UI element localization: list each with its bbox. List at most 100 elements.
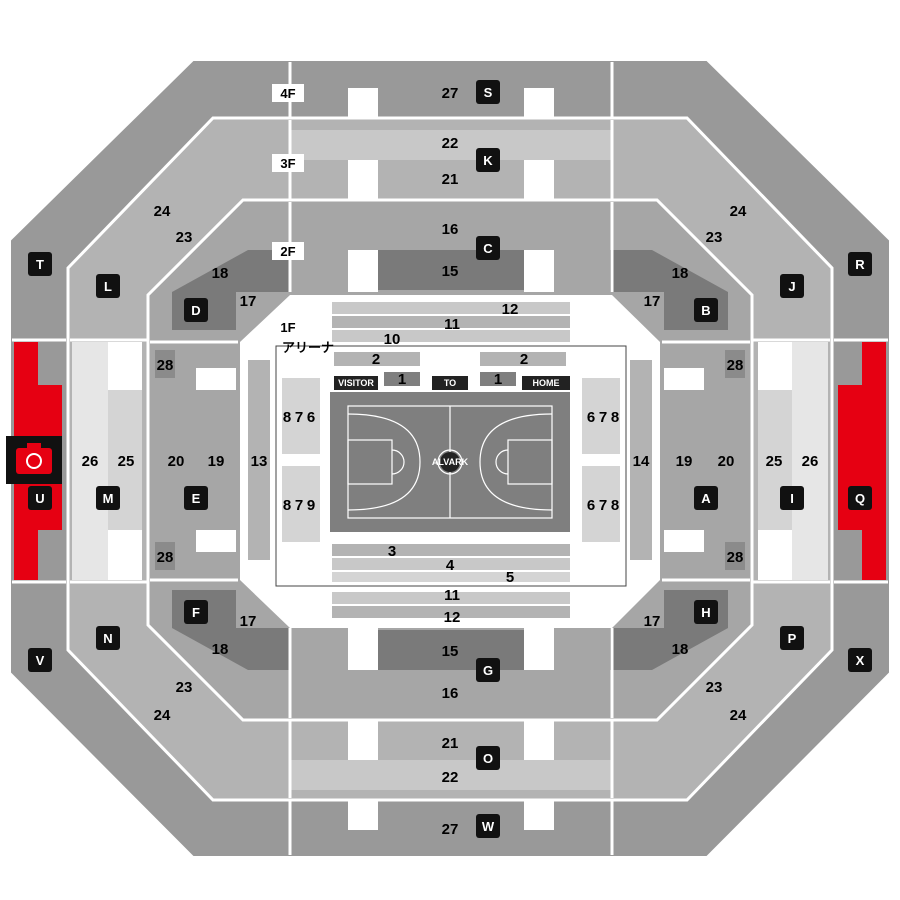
row-19-left: 19 bbox=[208, 453, 225, 470]
row-17-left-bottom: 17 bbox=[240, 613, 257, 630]
svg-text:D: D bbox=[191, 303, 200, 318]
svg-text:T: T bbox=[36, 257, 44, 272]
block-e[interactable]: E bbox=[184, 486, 208, 510]
row-28-right-bottom: 28 bbox=[727, 549, 744, 566]
svg-text:E: E bbox=[192, 491, 201, 506]
row-12-top: 12 bbox=[502, 301, 519, 318]
row-10-top: 10 bbox=[384, 331, 401, 348]
home-bench bbox=[522, 376, 570, 390]
seat-area-a-row28-bottom[interactable] bbox=[725, 542, 745, 570]
block-n[interactable]: N bbox=[96, 626, 120, 650]
block-w[interactable]: W bbox=[476, 814, 500, 838]
arena-left-top-6: 6 bbox=[307, 409, 315, 426]
seat-row-14[interactable] bbox=[630, 360, 652, 560]
block-i[interactable]: I bbox=[780, 486, 804, 510]
row-1-home: 1 bbox=[494, 371, 502, 388]
block-x[interactable]: X bbox=[848, 648, 872, 672]
seat-area-e-row28-bottom[interactable] bbox=[155, 542, 175, 570]
seat-row-11-top[interactable] bbox=[332, 316, 570, 328]
row-19-right: 19 bbox=[676, 453, 693, 470]
arena-left-bottom-7: 7 bbox=[295, 497, 303, 514]
arena-row-4[interactable] bbox=[332, 558, 570, 570]
arena-row-2-home[interactable] bbox=[480, 352, 566, 366]
svg-text:G: G bbox=[483, 663, 493, 678]
row-23-right-bottom: 23 bbox=[706, 679, 723, 696]
row-23-left-top: 23 bbox=[176, 229, 193, 246]
svg-text:I: I bbox=[790, 491, 794, 506]
block-u[interactable]: U bbox=[28, 486, 52, 510]
row-5-bottom: 5 bbox=[506, 569, 514, 586]
block-c[interactable]: C bbox=[476, 236, 500, 260]
svg-text:U: U bbox=[35, 491, 44, 506]
arena-side-right-top[interactable] bbox=[582, 378, 620, 454]
arena-row-2-visitor[interactable] bbox=[334, 352, 420, 366]
arena-row-5[interactable] bbox=[332, 572, 570, 582]
svg-text:P: P bbox=[788, 631, 797, 646]
block-d[interactable]: D bbox=[184, 298, 208, 322]
row-17-right-top: 17 bbox=[644, 293, 661, 310]
ring3-dividers bbox=[70, 120, 830, 798]
seat-row-12-bottom[interactable] bbox=[332, 606, 570, 618]
row-13-left: 13 bbox=[251, 453, 268, 470]
to-label: TO bbox=[444, 378, 456, 388]
arena-side-left-bottom[interactable] bbox=[282, 466, 320, 542]
block-s[interactable]: S bbox=[476, 80, 500, 104]
block-p[interactable]: P bbox=[780, 626, 804, 650]
row-24-right-bottom: 24 bbox=[730, 707, 747, 724]
seat-area-c-row15[interactable] bbox=[378, 250, 526, 290]
seat-row-11-bottom[interactable] bbox=[332, 592, 570, 604]
row-22-top: 22 bbox=[442, 135, 459, 152]
block-j[interactable]: J bbox=[780, 274, 804, 298]
seat-row-12-top[interactable] bbox=[332, 302, 570, 314]
svg-text:W: W bbox=[482, 819, 495, 834]
to-table bbox=[432, 376, 468, 390]
seat-area-a-row28-top[interactable] bbox=[725, 350, 745, 378]
floor-3f-badge bbox=[272, 154, 304, 172]
svg-text:C: C bbox=[483, 241, 493, 256]
seat-row-13[interactable] bbox=[248, 360, 270, 560]
arena-row-1-home[interactable] bbox=[480, 372, 516, 386]
row-28-left-bottom: 28 bbox=[157, 549, 174, 566]
ring3-top-band bbox=[290, 130, 612, 160]
block-h[interactable]: H bbox=[694, 600, 718, 624]
seat-area-e-row28-top[interactable] bbox=[155, 350, 175, 378]
block-q[interactable]: Q bbox=[848, 486, 872, 510]
seat-row-10-top[interactable] bbox=[332, 330, 570, 342]
block-l[interactable]: L bbox=[96, 274, 120, 298]
arena-right-bottom-8: 8 bbox=[611, 497, 619, 514]
arena-left-top-7: 7 bbox=[295, 409, 303, 426]
arena-right-top-7: 7 bbox=[599, 409, 607, 426]
svg-text:A: A bbox=[701, 491, 711, 506]
row-27-bottom: 27 bbox=[442, 821, 459, 838]
block-g[interactable]: G bbox=[476, 658, 500, 682]
arena-side-right-bottom[interactable] bbox=[582, 466, 620, 542]
row-2-visitor: 2 bbox=[372, 351, 380, 368]
floor-2f-label: 2F bbox=[280, 244, 295, 259]
seat-area-g-row15[interactable] bbox=[378, 630, 526, 670]
arena-right-top-6: 6 bbox=[587, 409, 595, 426]
seat-area-q-red[interactable] bbox=[838, 342, 886, 580]
block-t[interactable]: T bbox=[28, 252, 52, 276]
block-k[interactable]: K bbox=[476, 148, 500, 172]
block-v[interactable]: V bbox=[28, 648, 52, 672]
row-20-right: 20 bbox=[718, 453, 735, 470]
block-r[interactable]: R bbox=[848, 252, 872, 276]
block-a[interactable]: A bbox=[694, 486, 718, 510]
row-2-home: 2 bbox=[520, 351, 528, 368]
court-center-logo bbox=[440, 452, 460, 472]
arena-row-1-visitor[interactable] bbox=[384, 372, 420, 386]
row-20-left: 20 bbox=[168, 453, 185, 470]
arena-side-left-top[interactable] bbox=[282, 378, 320, 454]
row-14-right: 14 bbox=[633, 453, 650, 470]
visitor-bench bbox=[334, 376, 378, 390]
camera-icon bbox=[6, 436, 62, 484]
floor-4f-badge bbox=[272, 84, 304, 102]
block-b[interactable]: B bbox=[694, 298, 718, 322]
block-o[interactable]: O bbox=[476, 746, 500, 770]
row-28-right-top: 28 bbox=[727, 357, 744, 374]
arena-row-3[interactable] bbox=[332, 544, 570, 556]
block-m[interactable]: M bbox=[96, 486, 120, 510]
row-23-right-top: 23 bbox=[706, 229, 723, 246]
block-f[interactable]: F bbox=[184, 600, 208, 624]
